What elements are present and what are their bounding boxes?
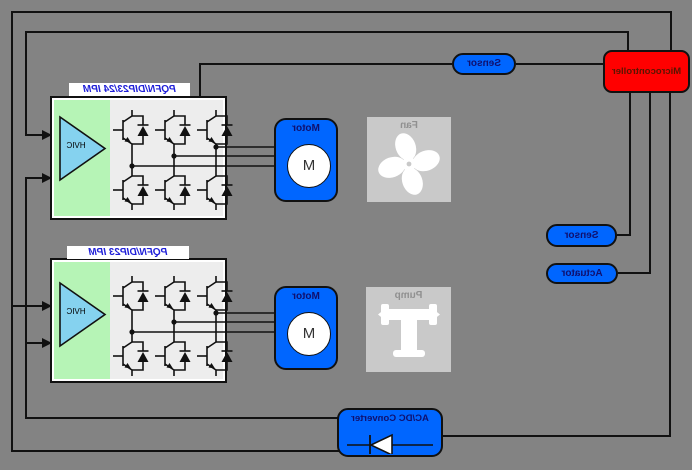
fan-load: Fan — [367, 117, 451, 202]
ipm-bottom-label: PQFN/DIP23 IPM — [67, 246, 189, 259]
pump-icon — [378, 304, 440, 357]
driver-section — [54, 100, 110, 216]
motor-symbol: M — [287, 144, 331, 188]
sensor-side: Sensor — [546, 224, 617, 247]
igbt-bridge-section — [110, 100, 223, 216]
acdc-converter: AC/DC Converter — [337, 408, 443, 457]
ipm-module-top — [50, 96, 227, 220]
driver-section — [54, 262, 110, 379]
motor-top: Motor M — [274, 118, 338, 202]
microcontroller: Microcontroller — [603, 50, 690, 93]
actuator: Actuator — [546, 263, 618, 284]
diode-icon — [347, 433, 433, 457]
motor-symbol: M — [287, 312, 331, 356]
ipm-top-label: PQFN/DIP23/24 IPM — [69, 83, 190, 96]
sensor-top: Sensor — [452, 53, 516, 75]
igbt-bridge-section — [110, 262, 223, 379]
hvic-top-label: HVIC — [66, 141, 86, 150]
motor-bottom: Motor M — [274, 286, 338, 370]
fan-icon — [378, 133, 440, 195]
hvic-bottom-label: HVIC — [66, 307, 86, 316]
pump-load: Pump — [366, 287, 451, 372]
ipm-module-bottom — [50, 258, 227, 383]
